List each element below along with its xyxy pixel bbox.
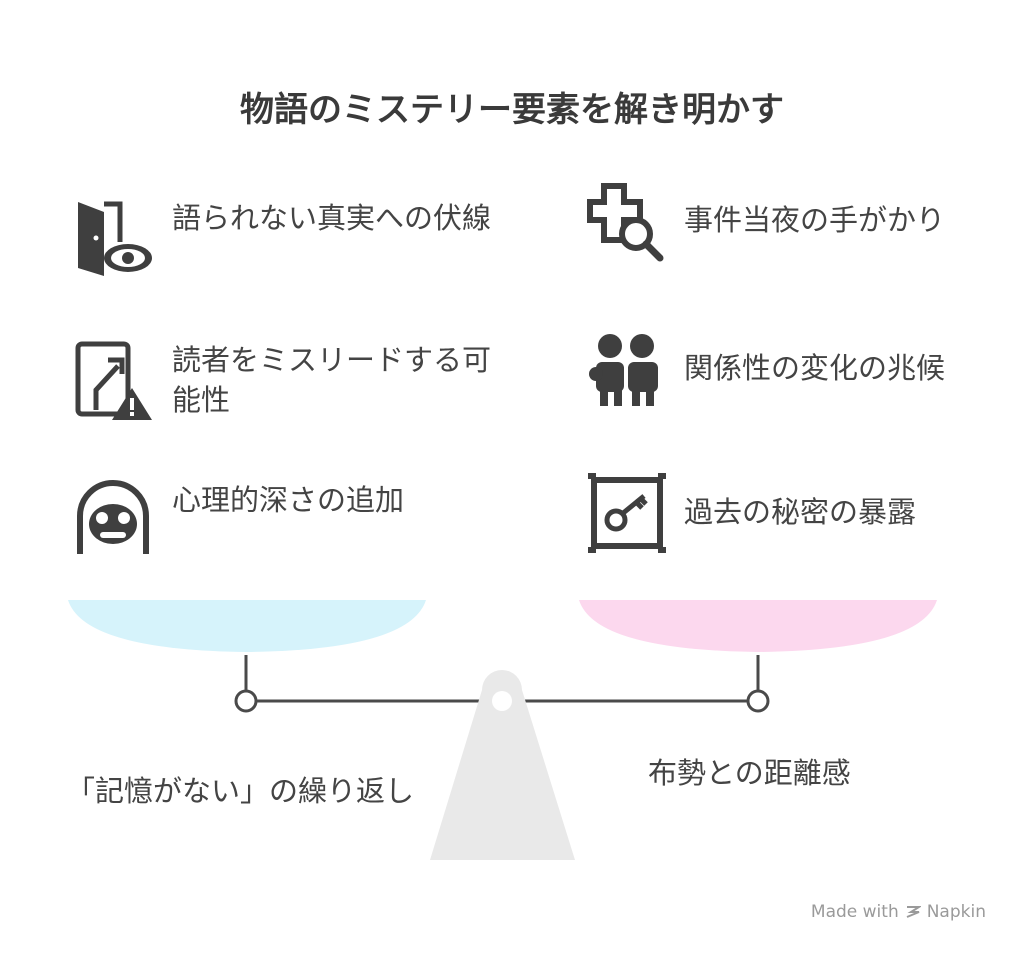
napkin-logo-icon [906,906,921,918]
left-item-2: 読者をミスリードする可能性 [74,340,502,424]
framed-key-icon [588,473,666,553]
puzzle-magnifier-icon [587,183,664,262]
made-with-credit: Made with Napkin [811,902,986,922]
left-item-3: 心理的深さの追加 [74,480,502,564]
right-weight-label: 布勢との距離感 [648,756,851,790]
fulcrum-pivot [492,691,512,711]
two-people-icon [589,334,658,406]
left-pan [68,600,426,652]
right-item-1: 事件当夜の手がかり [586,180,1014,264]
path-warning-icon [75,341,152,420]
left-item-1-label: 語られない真実への伏線 [172,201,492,235]
door-eye-icon [78,201,152,276]
right-item-1-label: 事件当夜の手がかり [684,203,946,237]
left-item-2-label: 読者をミスリードする可能性 [172,343,492,417]
right-item-2-label: 関係性の変化の兆候 [684,351,946,385]
left-beam-joint [234,689,258,713]
credit-brand: Napkin [926,902,986,922]
left-weight-label: 「記憶がない」の繰り返し [66,774,415,808]
left-item-3-label: 心理的深さの追加 [172,483,405,517]
right-pan [579,600,937,652]
right-item-2: 関係性の変化の兆候 [586,328,1014,412]
page-title: 物語のミステリー要素を解き明かす [240,90,784,130]
right-item-3: 過去の秘密の暴露 [586,472,1014,556]
left-item-1: 語られない真実への伏線 [74,198,502,282]
right-item-3-label: 過去の秘密の暴露 [684,495,917,529]
credit-prefix: Made with [810,902,899,922]
face-mask-icon [77,480,149,554]
right-beam-joint [746,689,770,713]
fulcrum [430,670,575,860]
